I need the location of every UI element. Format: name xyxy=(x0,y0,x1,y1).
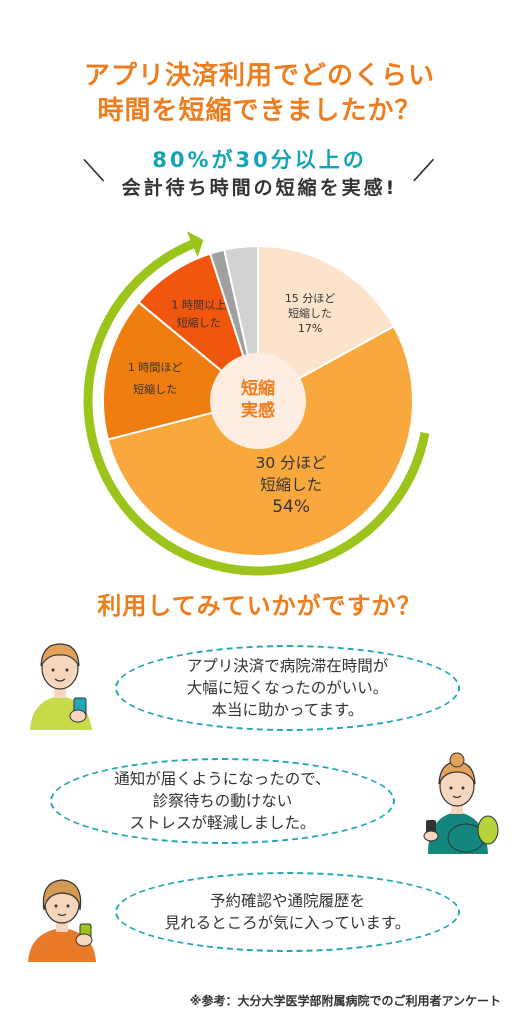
pie-slice-0 xyxy=(257,244,396,403)
pie-slice-2-label-0: 1 時間ほど xyxy=(128,361,183,374)
pie-center-label-line1: 短縮 xyxy=(241,378,275,399)
comment-bubble-3: 予約確認や通院履歴を 見れるところが気に入っています。 xyxy=(115,872,460,952)
pie-slice-0-label-2: 17% xyxy=(298,322,322,335)
comment-bubble-1: アプリ決済で病院滞在時間が 大幅に短くなったのがいい。 本当に助かってます。 xyxy=(115,645,460,731)
pie-slice-3-label-0: 1 時間以上 xyxy=(172,299,227,312)
highlight-line1: 80%が30分以上の xyxy=(152,148,367,172)
comment-2-line2: 診察待ちの動けない xyxy=(152,792,293,810)
comment-1-line1: アプリ決済で病院滞在時間が xyxy=(186,657,389,675)
footnote: ※参考：大分大学医学部附属病院でのご利用者アンケート xyxy=(189,994,501,1008)
highlight-line2: 会計待ち時間の短縮を実感! xyxy=(121,177,398,199)
arrow-ring xyxy=(83,238,430,576)
pie-slice-0-label-0: 15 分ほど xyxy=(285,292,336,305)
pie-slice-1-label-2: 54% xyxy=(272,497,310,517)
page-title-line2: 時間を短縮できましたか？ xyxy=(97,96,422,126)
arrow-head xyxy=(186,231,204,258)
pie-slice-0-label-1: 短縮した xyxy=(288,306,332,320)
pie-center-label-line2: 実感 xyxy=(241,400,275,421)
circular-arrow-icon xyxy=(83,231,430,576)
person-woman-with-phone-icon xyxy=(28,879,96,962)
comment-3-line1: 予約確認や通院履歴を xyxy=(209,892,365,910)
pie-slice-3-label-1: 短縮した xyxy=(177,316,221,330)
comment-1-line3: 本当に助かってます。 xyxy=(211,701,364,719)
survey-title: 利用してみていかがですか？ xyxy=(97,592,422,620)
page-title-line1: アプリ決済利用でどのくらい xyxy=(83,61,435,91)
comment-3-line2: 見れるところが気に入っています。 xyxy=(164,914,411,932)
pie-center-circle xyxy=(210,353,306,449)
comment-2-line1: 通知が届くようになったので、 xyxy=(114,770,331,788)
comment-1-line2: 大幅に短くなったのがいい。 xyxy=(186,679,389,697)
person-pregnant-woman-with-phone-icon xyxy=(423,752,499,854)
comment-bubble-2: 通知が届くようになったので、 診察待ちの動けない ストレスが軽減しました。 xyxy=(50,758,395,844)
comment-2-line3: ストレスが軽減しました。 xyxy=(129,814,316,832)
pie-slice-1-label-1: 短縮した xyxy=(260,476,322,494)
pie-slice-2-label-1: 短縮した xyxy=(133,382,177,396)
pie-slice-1-label-0: 30 分ほど xyxy=(256,454,328,472)
person-man-with-phone-icon xyxy=(30,643,92,730)
